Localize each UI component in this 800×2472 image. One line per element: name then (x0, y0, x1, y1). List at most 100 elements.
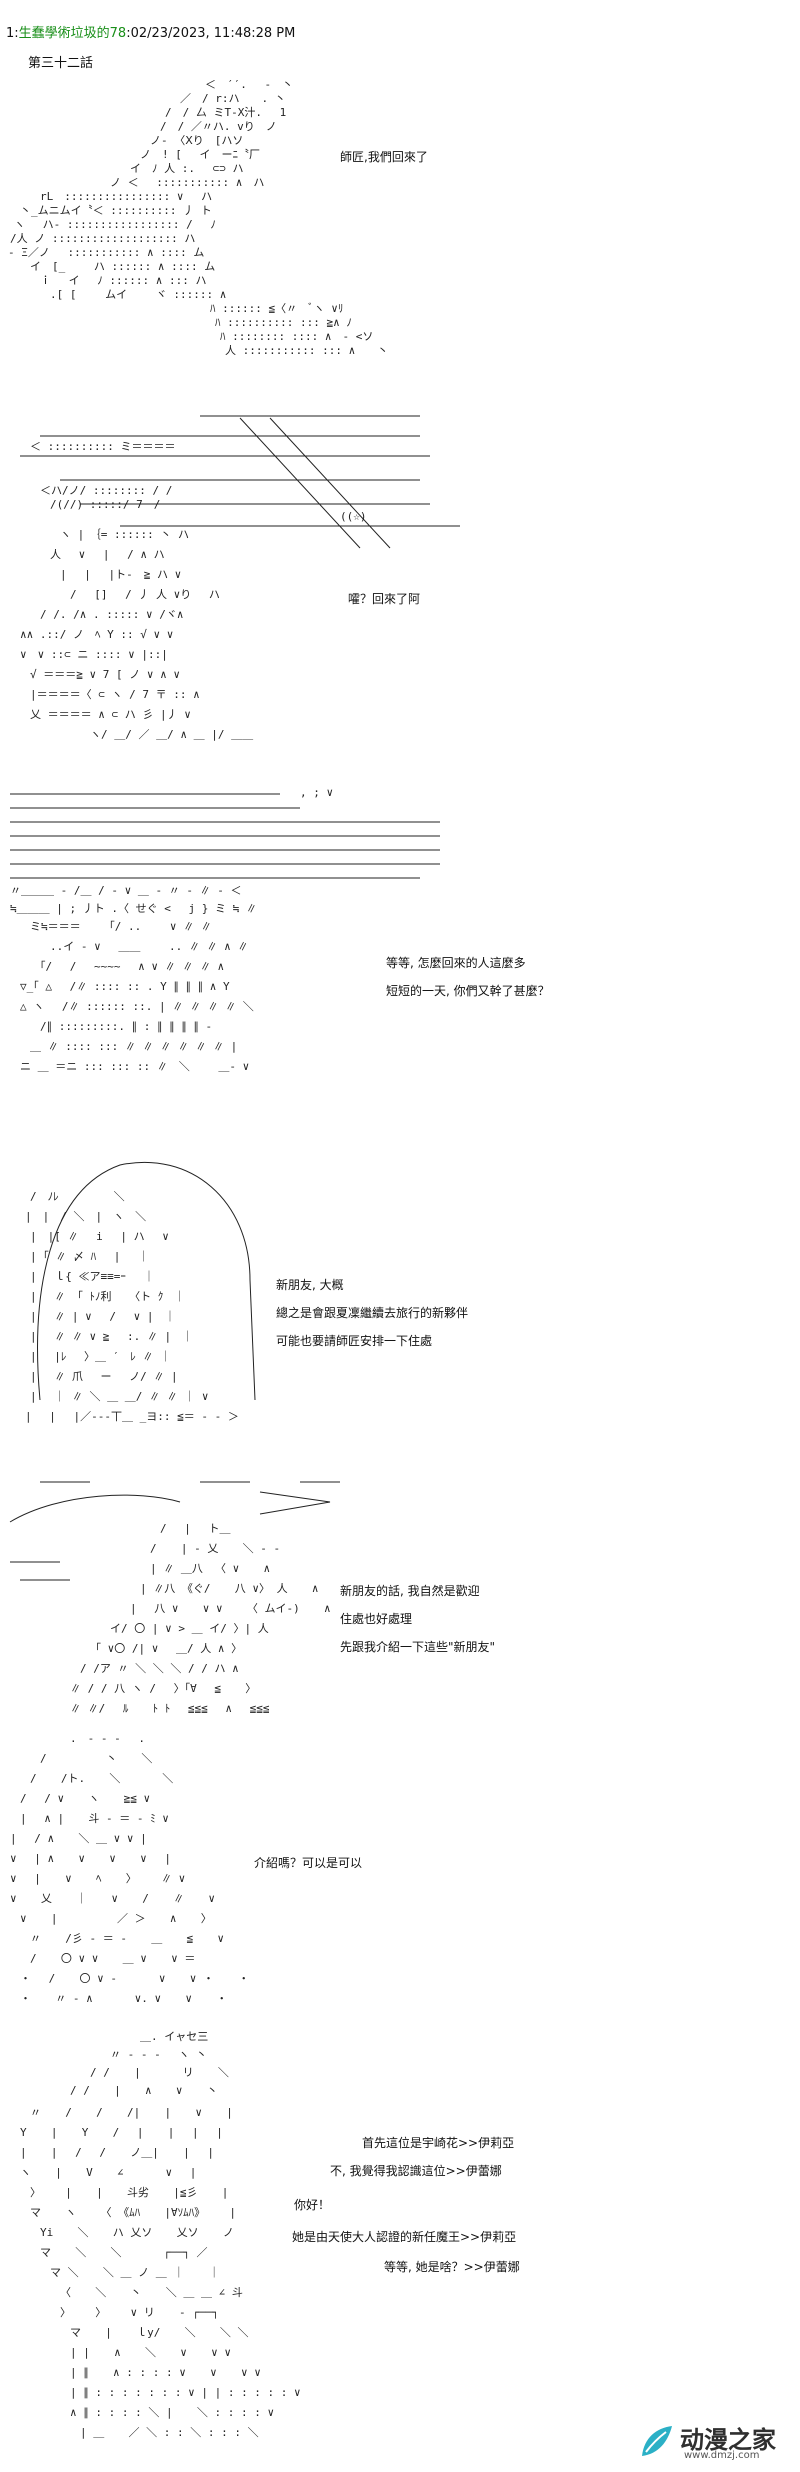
svg-text:〉 〉 ∨ リ ‐ ┌──┐: 〉 〉 ∨ リ ‐ ┌──┐ (60, 2306, 219, 2319)
svg-text:マ | ｌy/ ＼ ＼ ＼: マ | ｌy/ ＼ ＼ ＼ (70, 2326, 248, 2339)
svg-text:/ /ア 〃 ＼ ＼ ＼ / / ハ ∧: / /ア 〃 ＼ ＼ ＼ / / ハ ∧ (80, 1662, 239, 1675)
poster-name[interactable]: 生蠢學術垃圾的78 (18, 26, 127, 41)
svg-text:ミ≒＝＝＝ ｢/ .. ∨ ∥ ∥: ミ≒＝＝＝ ｢/ .. ∨ ∥ ∥ (30, 920, 212, 933)
svg-text:| ∥八 《ぐ/ 八 ∨〉 人 ∧: | ∥八 《ぐ/ 八 ∨〉 人 ∧ (140, 1582, 318, 1595)
svg-text:| / ∧ ＼ ＿ ∨ ∨ |: | / ∧ ＼ ＿ ∨ ∨ | (10, 1832, 147, 1845)
svg-text:| |ﾚ 〉＿ ′ ﾚ ∥ ｜: | |ﾚ 〉＿ ′ ﾚ ∥ ｜ (30, 1350, 171, 1363)
logo-brand-text: 动漫之家 (680, 2426, 776, 2454)
svg-text:≒＿＿＿ | ; 丿ト .〈 せぐ < j } ミ ≒ ∥: ≒＿＿＿ | ; 丿ト .〈 せぐ < j } ミ ≒ ∥ (10, 902, 257, 915)
svg-text:「 ∨〇 /| ∨ ＿/ 人 ∧ 〉: 「 ∨〇 /| ∨ ＿/ 人 ∧ 〉 (90, 1642, 242, 1655)
svg-text:∨ | ∧ ∨ ∨ ∨ |: ∨ | ∧ ∨ ∨ ∨ | (10, 1852, 171, 1865)
svg-text:マ ＼ ＼ ＿ ノ ＿ ｜ ｜: マ ＼ ＼ ＿ ノ ＿ ｜ ｜ (50, 2266, 220, 2279)
svg-text:/ /ト. ＼ ＼: / /ト. ＼ ＼ (30, 1772, 173, 1785)
svg-text:▽_｢ △ /∥ :::: :: . Y ∥ ∥ ∥ ∧: ▽_｢ △ /∥ :::: :: . Y ∥ ∥ ∥ ∧ Y (20, 980, 230, 993)
svg-text:イ [_ ハ :::::: ∧ :::: ム: イ [_ ハ :::::: ∧ :::: ム (30, 260, 215, 273)
post-header: 1:生蠢學術垃圾的78:02/23/2023, 11:48:28 PM (6, 22, 295, 41)
svg-text:/ 〇 ∨ ∨ ＿ ∨ ∨ ＝: / 〇 ∨ ∨ ＿ ∨ ∨ ＝ (30, 1952, 195, 1965)
svg-text:.[ [ ムイ ヾ :::::: ∧: .[ [ ムイ ヾ :::::: ∧ (50, 288, 226, 301)
dialogue-line: 嚯？回來了阿 (348, 592, 421, 606)
ascii-art-5: / | ト＿ / | ‐ 乂 ＼ ‐ ‐ | ∥ ＿八 〈 ∨ ∧ | ∥八 《… (9, 1481, 340, 1715)
svg-text:イ/ 〇 | ∨ > ＿ イ/ 〉| 人: イ/ 〇 | ∨ > ＿ イ/ 〉| 人 (110, 1622, 269, 1635)
svg-text:| |[ ∥ i | ハ ∨: | |[ ∥ i | ハ ∨ (30, 1230, 169, 1243)
svg-text:..イ ‐ ∨ ＿＿ .. ∥ ∥ ∧ ∥: ..イ ‐ ∨ ＿＿ .. ∥ ∥ ∧ ∥ (50, 940, 248, 953)
dialogue-line: 可能也要請師匠安排一下住處 (276, 1334, 433, 1348)
svg-text:∨ | ∨ ﾍ 〉 ∥ ∨: ∨ | ∨ ﾍ 〉 ∥ ∨ (10, 1872, 185, 1885)
svg-text:/ / | ∧ ∨ 丶: / / | ∧ ∨ 丶 (70, 2084, 218, 2097)
svg-text:| | / / ノ＿| | |: | | / / ノ＿| | | (20, 2146, 214, 2159)
dialogue-line: 總之是會跟夏凜繼續去旅行的新夥伴 (276, 1306, 469, 1320)
dialogue-line: 先跟我介紹一下這些"新朋友" (340, 1640, 496, 1654)
svg-text:／ / r:ハ . 丶: ／ / r:ハ . 丶 (180, 92, 286, 105)
svg-text:△ ヽ /∥ :::::: ::. | ∥ ∥ ∥ ∥ ＼: △ ヽ /∥ :::::: ::. | ∥ ∥ ∥ ∥ ＼ (20, 1000, 254, 1013)
svg-text:/ ﾉﾚ ＼: / ﾉﾚ ＼ (30, 1190, 125, 1203)
svg-text:∧ ∥ : : : : ＼ | ＼ : : : : ∨: ∧ ∥ : : : : ＼ | ＼ : : : : ∨ (70, 2406, 274, 2419)
svg-text:∥ ∥/ ﾙ ﾄ ﾄ ≦≦≦ ∧ ≦≦≦: ∥ ∥/ ﾙ ﾄ ﾄ ≦≦≦ ∧ ≦≦≦ (70, 1702, 270, 1715)
svg-text:| ∥ 爪 ー ノ/ ∥ |: | ∥ 爪 ー ノ/ ∥ | (30, 1370, 178, 1383)
svg-text:| ｢ ∥ 〆 ﾊ | ｜: | ｢ ∥ 〆 ﾊ | ｜ (30, 1250, 149, 1263)
svg-text:| ∥ : : : : : : : ∨ | | : : :: | ∥ : : : : : : : ∨ | | : : : : : ∨ (70, 2386, 300, 2399)
svg-text:〈 ＼ 丶 ＼ ＿ ＿ ∠ 斗: 〈 ＼ 丶 ＼ ＿ ＿ ∠ 斗 (60, 2286, 243, 2299)
svg-text:∨ | ／ ＞ ∧ 〉: ∨ | ／ ＞ ∧ 〉 (20, 1912, 212, 1925)
svg-text:rL :::::::::::::::: ∨ ハ: rL :::::::::::::::: ∨ ハ (40, 190, 212, 203)
svg-text:| | |／‐‐‐丅＿ _ヨ:: ≦＝ ‐ ‐ ＞: | | |／‐‐‐丅＿ _ヨ:: ≦＝ ‐ ‐ ＞ (25, 1410, 239, 1423)
svg-text:ﾊ :::::::::: ::: ≧∧ ﾉ: ﾊ :::::::::: ::: ≧∧ ﾉ (215, 316, 352, 329)
panel-5: / | ト＿ / | ‐ 乂 ＼ ‐ ‐ | ∥ ＿八 〈 ∨ ∧ | ∥八 《… (0, 1462, 800, 1720)
svg-text:ノ ＜ ::::::::::: ∧ ハ: ノ ＜ ::::::::::: ∧ ハ (110, 176, 264, 189)
svg-text:マ ヽ 〈 《ﾑﾊ |∀ｿﾑﾊ》 |: マ ヽ 〈 《ﾑﾊ |∀ｿﾑﾊ》 | (30, 2206, 236, 2219)
svg-text:| 八 ∨ ∨ ∨ 〈 ムイ‐) ∧: | 八 ∨ ∨ ∨ 〈 ムイ‐) ∧ (130, 1602, 331, 1615)
svg-text:/ /. /∧ . ::::: ∨ /ヾ∧: / /. /∧ . ::::: ∨ /ヾ∧ (40, 608, 183, 621)
svg-text:/ / ／〃ハ. vり ノ: / / ／〃ハ. vり ノ (160, 120, 277, 133)
svg-text:/ / | リ ＼: / / | リ ＼ (90, 2066, 229, 2079)
svg-text:人 ∨ | / ∧ ハ: 人 ∨ | / ∧ ハ (50, 548, 165, 561)
svg-text:ヽ ハ‐ ::::::::::::::::: / ﾉ: ヽ ハ‐ ::::::::::::::::: / ﾉ (14, 218, 216, 231)
dialogue-line: 等等, 怎麼回來的人這麼多 (386, 956, 526, 970)
svg-text:/ / 厶 ミT‐X汁. 1: / / 厶 ミT‐X汁. 1 (165, 106, 286, 119)
svg-text:Yi ＼ ハ 乂ソ 乂ソ ノ: Yi ＼ ハ 乂ソ 乂ソ ノ (40, 2226, 234, 2239)
svg-text:・ / 〇 ∨ ‐ ∨ ∨ ・ ・: ・ / 〇 ∨ ‐ ∨ ∨ ・ ・ (20, 1972, 249, 1985)
dialogue-line: 新朋友的話, 我自然是歡迎 (340, 1584, 480, 1598)
svg-text:丶_ムニムイ〝＜ :::::::::: 丿 ト: 丶_ムニムイ〝＜ :::::::::: 丿 ト (20, 204, 212, 217)
svg-text:| ＿ ／ ＼ : : ＼ : : : ＼: | ＿ ／ ＼ : : ＼ : : : ＼ (80, 2426, 259, 2439)
logo-url-text: www.dmzj.com (684, 2450, 760, 2461)
svg-text:マ ＼ ＼ ┌──┐ ／: マ ＼ ＼ ┌──┐ ／ (40, 2246, 207, 2259)
svg-text:|＝＝＝＝〈 ⊂ ヽ / 7 〒 :: ∧: |＝＝＝＝〈 ⊂ ヽ / 7 〒 :: ∧ (30, 688, 200, 701)
ascii-art-6: . ‐ ‐ ‐ . / 丶 ＼ / /ト. ＼ ＼ / / ∨ ヽ ≧≦ ∨ |… (10, 1732, 249, 2005)
panel-3: , ; ∨ 〃＿＿＿ ‐ /＿ / ‐ ∨ ＿ ‐ 〃 ‐ ∥ ‐ ＜ ≒＿＿＿… (0, 782, 800, 1134)
svg-text:/ | ト＿: / | ト＿ (160, 1522, 231, 1535)
svg-text:〃 ‐ ‐ ‐ ヽ 丶: 〃 ‐ ‐ ‐ ヽ 丶 (110, 2048, 207, 2061)
post-number: 1: (6, 26, 19, 41)
svg-text:人 ::::::::::: ::: ∧ 丶: 人 ::::::::::: ::: ∧ 丶 (225, 344, 388, 357)
svg-text:/ [] / 丿 人 ∨り ハ: / [] / 丿 人 ∨り ハ (70, 588, 220, 601)
svg-text:＜ :::::::::: ミ＝＝＝＝: ＜ :::::::::: ミ＝＝＝＝ (30, 440, 175, 453)
svg-text:｢/ / ~~~~ ∧ ∨ ∥ ∥ ∥ ∧: ｢/ / ~~~~ ∧ ∨ ∥ ∥ ∥ ∧ (40, 960, 224, 973)
dialogue-line: 師匠,我們回來了 (340, 150, 428, 164)
svg-text:ﾊ :::::::: :::: ∧ ‐ <ソ: ﾊ :::::::: :::: ∧ ‐ <ソ (220, 330, 373, 343)
post-date: :02/23/2023, 11:48:28 PM (126, 26, 296, 41)
svg-text:| | |ト- ≧ ハ ∨: | | |ト- ≧ ハ ∨ (60, 568, 181, 581)
svg-text:ノ‐ 〈Ⅹり [ハソ: ノ‐ 〈Ⅹり [ハソ (150, 134, 243, 147)
svg-text:/ / ∨ ヽ ≧≦ ∨: / / ∨ ヽ ≧≦ ∨ (20, 1792, 150, 1805)
svg-text:＿. イャセ三: ＿. イャセ三 (140, 2030, 208, 2043)
panel-7: ＿. イャセ三 〃 ‐ ‐ ‐ ヽ 丶 / / | リ ＼ / / | ∧ ∨ … (0, 2022, 800, 2472)
svg-text:ノ ! [ イ ーﾆ〝厂: ノ ! [ イ ーﾆ〝厂 (140, 148, 260, 161)
ascii-art-4: / ﾉﾚ ＼ | | / ＼ | ヽ ＼ | |[ ∥ i | ハ ∨ | ｢ … (25, 1161, 256, 1423)
panel-4: / ﾉﾚ ＼ | | / ＼ | ヽ ＼ | |[ ∥ i | ハ ∨ | ｢ … (0, 1140, 800, 1450)
ascii-art-2: ＜ :::::::::: ミ＝＝＝＝ ＜ハ/ノ/ :::::::: / / /(… (20, 415, 460, 741)
dialogue-line: 你好！ (294, 2198, 331, 2212)
svg-text:∧∧ .::/ ノ ﾍ Y :: √ ∨ ∨: ∧∧ .::/ ノ ﾍ Y :: √ ∨ ∨ (20, 628, 173, 641)
svg-text:＿ ∥ :::: ::: ∥ ∥ ∥ ∥ ∥ ∥ |: ＿ ∥ :::: ::: ∥ ∥ ∥ ∥ ∥ ∥ | (30, 1040, 237, 1053)
dialogue-line: 首先這位是宇崎花>>伊莉亞 (362, 2136, 515, 2150)
svg-text:| | ∧ ＼ ∨ ∨ ∨: | | ∧ ＼ ∨ ∨ ∨ (70, 2346, 231, 2359)
svg-text:| ｌ{ ≪ア≡≡=ｰ ｜: | ｌ{ ≪ア≡≡=ｰ ｜ (30, 1270, 154, 1283)
dialogue-line: 等等, 她是啥？>>伊蕾娜 (384, 2260, 520, 2274)
svg-text:〃＿＿＿ ‐ /＿ / ‐ ∨ ＿ ‐ 〃 ‐ ∥ ‐ ＜: 〃＿＿＿ ‐ /＿ / ‐ ∨ ＿ ‐ 〃 ‐ ∥ ‐ ＜ (10, 884, 241, 897)
svg-text:/∥ :::::::::. ∥ : ∥ ∥ ∥ ∥ ‐: /∥ :::::::::. ∥ : ∥ ∥ ∥ ∥ ‐ (40, 1020, 212, 1033)
svg-text:∥ / / 八 ヽ / 〉｢∀ ≦ 〉: ∥ / / 八 ヽ / 〉｢∀ ≦ 〉 (70, 1682, 256, 1695)
svg-text:〉 | | 斗劣 |≦彡 |: 〉 | | 斗劣 |≦彡 | (30, 2185, 228, 2199)
svg-text:/人 ノ ::::::::::::::::::: ハ: /人 ノ ::::::::::::::::::: ハ (10, 232, 195, 245)
svg-text:((☆): ((☆) (340, 510, 367, 523)
svg-text:| | / ＼ | ヽ ＼: | | / ＼ | ヽ ＼ (25, 1210, 146, 1223)
dialogue-line: 住處也好處理 (340, 1612, 413, 1626)
svg-text:| ∥ 「 ﾄﾉ利 〈ト ｸ ｜: | ∥ 「 ﾄﾉ利 〈ト ｸ ｜ (30, 1290, 185, 1303)
ascii-art-1: ＜ ′′. ‐ 丶 ／ / r:ハ . 丶 / / 厶 ミT‐X汁. 1 / /… (8, 78, 388, 357)
